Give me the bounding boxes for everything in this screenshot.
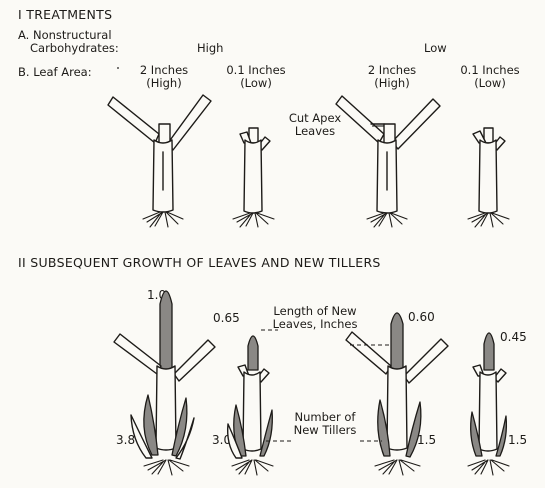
tillers-value-3: 1.5: [417, 433, 437, 447]
col4-leaf-area-value: 0.1 Inches: [460, 63, 520, 77]
leaf-length-value-4: 0.45: [500, 330, 527, 344]
new-leaf-4: [483, 332, 495, 371]
grown-plant-3: [345, 312, 449, 476]
new-leaf-3: [390, 312, 404, 373]
leaf-length-value-3: 0.60: [408, 310, 435, 324]
grown-plant-1: [113, 290, 216, 476]
col1-leaf-area-value: 2 Inches: [139, 63, 189, 77]
cut-apex-label: Cut Apex Leaves: [282, 112, 348, 138]
tillers-label-line2: New Tillers: [293, 423, 357, 437]
treatment-plant-4: [467, 127, 510, 228]
cut-apex-label-line2: Leaves: [294, 124, 336, 138]
growth-heading: II SUBSEQUENT GROWTH OF LEAVES AND NEW T…: [18, 255, 381, 270]
nsc-low-label: Low: [424, 41, 447, 55]
col2-leaf-area: 0.1 Inches (Low): [224, 64, 288, 90]
treatment-plant-3: [335, 95, 441, 228]
new-leaf-1: [159, 290, 173, 373]
col4-leaf-area-level: (Low): [474, 76, 506, 90]
nsc-high-label: High: [197, 41, 224, 55]
treatments-heading: I TREATMENTS: [18, 7, 113, 22]
grown-plant-4: [467, 332, 510, 476]
tillers-label: Number of New Tillers: [290, 411, 360, 437]
col3-leaf-area-level: (High): [374, 76, 410, 90]
tillers-value-4: 1.5: [508, 433, 528, 447]
leaf-area-label: B. Leaf Area:: [18, 65, 92, 79]
tillers-value-2: 3.0: [212, 433, 232, 447]
col1-leaf-area: 2 Inches (High): [134, 64, 194, 90]
label-punctuation: [117, 67, 119, 69]
nsc-label-line2: Carbohydrates:: [30, 41, 119, 55]
col3-leaf-area: 2 Inches (High): [362, 64, 422, 90]
tillers-label-line1: Number of: [294, 410, 356, 424]
col3-leaf-area-value: 2 Inches: [367, 63, 417, 77]
leaf-length-label: Length of New Leaves, Inches: [272, 305, 358, 331]
leader-lines: [261, 125, 390, 442]
col2-leaf-area-level: (Low): [240, 76, 272, 90]
cut-apex-label-line1: Cut Apex: [288, 111, 342, 125]
nsc-label-line1: A. Nonstructural: [18, 28, 112, 42]
treatment-plant-2: [232, 127, 275, 228]
treatment-plant-1: [107, 94, 212, 228]
leaf-length-label-line2: Leaves, Inches: [272, 317, 358, 331]
new-leaf-2: [247, 335, 259, 371]
leaf-length-label-line1: Length of New: [273, 304, 357, 318]
col1-leaf-area-level: (High): [146, 76, 182, 90]
leaf-length-value-2: 0.65: [213, 311, 240, 325]
tillers-value-1: 3.8: [116, 433, 136, 447]
grown-plant-2: [226, 335, 274, 476]
col4-leaf-area: 0.1 Inches (Low): [458, 64, 522, 90]
col2-leaf-area-value: 0.1 Inches: [226, 63, 286, 77]
